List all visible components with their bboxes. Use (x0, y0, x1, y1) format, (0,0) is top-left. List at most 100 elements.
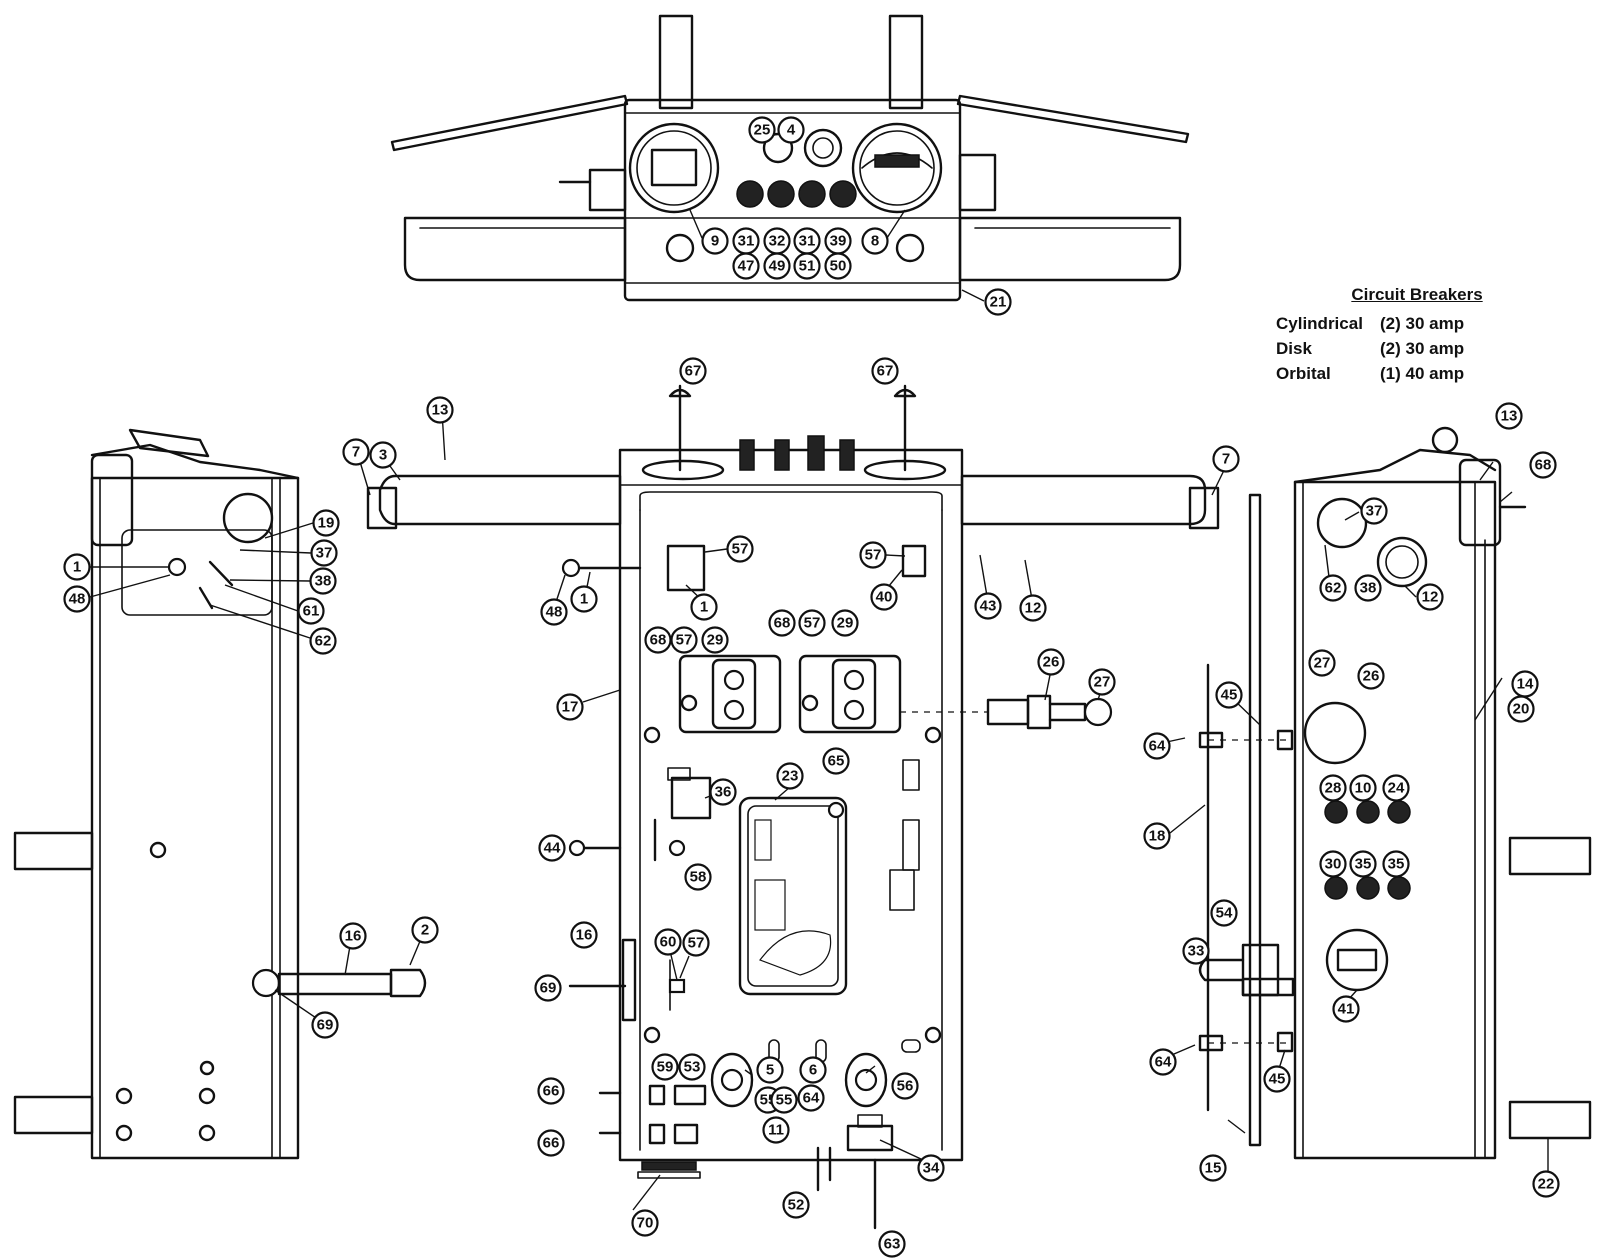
svg-text:58: 58 (690, 869, 707, 886)
svg-text:60: 60 (660, 934, 677, 951)
svg-text:52: 52 (788, 1197, 805, 1214)
legend-row: Orbital (1) 40 amp (1276, 361, 1536, 386)
callout-bubble: 37 (310, 539, 338, 567)
callout-bubble: 1 (570, 585, 598, 613)
svg-text:62: 62 (1325, 580, 1342, 597)
svg-text:13: 13 (432, 402, 449, 419)
top-view-control-panel (390, 14, 1190, 302)
svg-text:65: 65 (828, 753, 845, 770)
callout-bubble: 7 (342, 438, 370, 466)
callout-bubble: 37 (1360, 497, 1388, 525)
callout-bubble: 13 (1495, 402, 1523, 430)
callout-bubble: 68 (1529, 451, 1557, 479)
svg-text:14: 14 (1517, 676, 1534, 693)
svg-text:16: 16 (576, 927, 593, 944)
svg-text:44: 44 (544, 840, 561, 857)
callout-bubble: 9 (701, 227, 729, 255)
callout-bubble: 43 (974, 592, 1002, 620)
callout-bubble: 34 (917, 1154, 945, 1182)
callout-bubble: 52 (782, 1191, 810, 1219)
svg-text:62: 62 (315, 633, 332, 650)
svg-text:35: 35 (1355, 856, 1372, 873)
callout-bubble: 29 (701, 626, 729, 654)
svg-text:1: 1 (580, 591, 588, 608)
svg-text:9: 9 (711, 233, 719, 250)
circuit-breakers-legend: Circuit Breakers Cylindrical (2) 30 amp … (1276, 285, 1536, 386)
svg-text:57: 57 (688, 935, 705, 952)
legend-row-value: (2) 30 amp (1380, 313, 1465, 333)
svg-text:48: 48 (69, 591, 86, 608)
callout-bubble: 57 (682, 929, 710, 957)
callout-bubble: 57 (670, 626, 698, 654)
callout-bubble: 3 (369, 441, 397, 469)
svg-text:34: 34 (923, 1160, 940, 1177)
svg-text:55: 55 (776, 1092, 793, 1109)
callout-bubble: 36 (709, 778, 737, 806)
callout-bubble: 30 (1319, 850, 1347, 878)
left-side-view (13, 428, 427, 1160)
callout-bubble: 68 (768, 609, 796, 637)
svg-text:61: 61 (303, 603, 320, 620)
svg-text:5: 5 (766, 1062, 774, 1079)
callout-bubble: 62 (309, 627, 337, 655)
callout-bubble: 29 (831, 609, 859, 637)
callout-bubble: 65 (822, 747, 850, 775)
svg-text:45: 45 (1269, 1071, 1286, 1088)
callout-bubble: 45 (1263, 1065, 1291, 1093)
svg-text:50: 50 (830, 258, 847, 275)
callout-bubble: 57 (859, 541, 887, 569)
svg-text:31: 31 (799, 233, 816, 250)
callout-bubble: 5 (756, 1056, 784, 1084)
callout-bubble: 26 (1357, 662, 1385, 690)
callout-bubble: 62 (1319, 574, 1347, 602)
callout-bubble: 1 (63, 553, 91, 581)
svg-text:68: 68 (650, 632, 667, 649)
svg-text:40: 40 (876, 589, 893, 606)
svg-text:26: 26 (1043, 654, 1060, 671)
svg-text:13: 13 (1501, 408, 1518, 425)
callout-bubble: 70 (631, 1209, 659, 1237)
svg-text:10: 10 (1355, 780, 1372, 797)
callout-bubble: 12 (1019, 594, 1047, 622)
callout-bubble: 66 (537, 1129, 565, 1157)
svg-text:7: 7 (352, 444, 360, 461)
svg-text:23: 23 (782, 768, 799, 785)
svg-text:53: 53 (684, 1059, 701, 1076)
svg-text:45: 45 (1221, 687, 1238, 704)
svg-text:12: 12 (1025, 600, 1042, 617)
callout-bubble: 14 (1511, 670, 1539, 698)
callout-bubble: 15 (1199, 1154, 1227, 1182)
legend-row-value: (2) 30 amp (1380, 338, 1465, 358)
svg-text:19: 19 (318, 515, 335, 532)
svg-text:32: 32 (769, 233, 786, 250)
svg-text:41: 41 (1338, 1001, 1355, 1018)
svg-text:7: 7 (1222, 451, 1230, 468)
callout-bubble: 38 (1354, 574, 1382, 602)
callout-bubble: 8 (861, 227, 889, 255)
legend-row: Disk (2) 30 amp (1276, 336, 1536, 361)
svg-text:57: 57 (732, 541, 749, 558)
callout-bubble: 28 (1319, 774, 1347, 802)
callout-bubble: 40 (870, 583, 898, 611)
svg-text:38: 38 (1360, 580, 1377, 597)
svg-text:27: 27 (1094, 674, 1111, 691)
svg-text:17: 17 (562, 699, 579, 716)
callout-bubble: 64 (1143, 732, 1171, 760)
callout-bubble: 11 (762, 1116, 790, 1144)
legend-row-value: (1) 40 amp (1380, 363, 1465, 383)
callout-bubble: 39 (824, 227, 852, 255)
svg-text:57: 57 (865, 547, 882, 564)
svg-text:51: 51 (799, 258, 816, 275)
svg-text:66: 66 (543, 1135, 560, 1152)
callout-bubble: 60 (654, 928, 682, 956)
svg-text:66: 66 (543, 1083, 560, 1100)
callout-bubble: 41 (1332, 995, 1360, 1023)
callout-bubble: 31 (732, 227, 760, 255)
callout-bubble: 69 (311, 1011, 339, 1039)
callout-bubble: 53 (678, 1053, 706, 1081)
callout-bubble: 23 (776, 762, 804, 790)
legend-row-type: Orbital (1276, 363, 1331, 383)
svg-text:15: 15 (1205, 1160, 1222, 1177)
svg-text:37: 37 (1366, 503, 1383, 520)
